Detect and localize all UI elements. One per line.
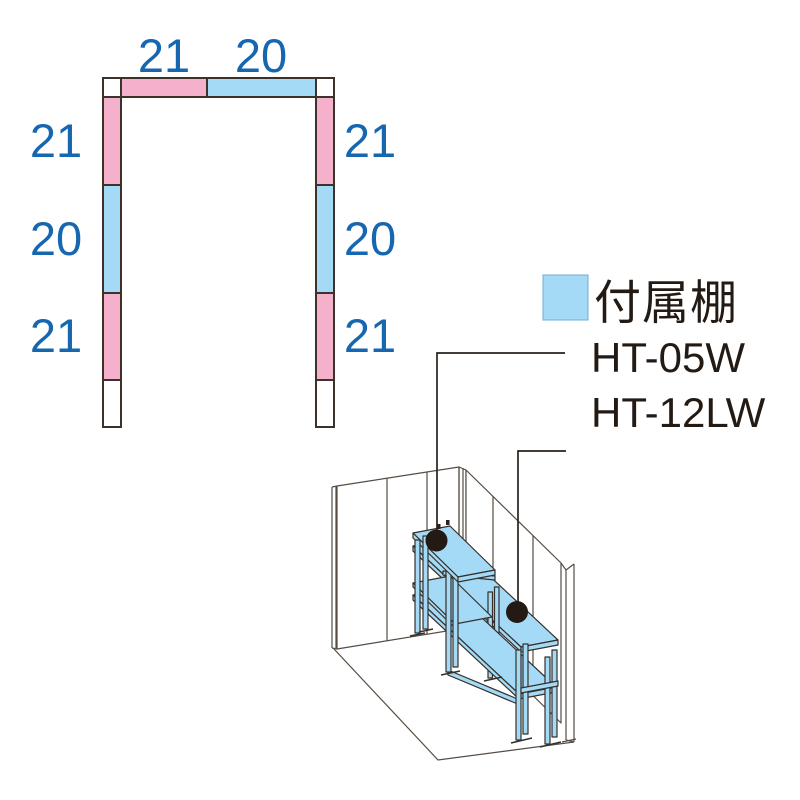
plan-left-blue-segment [102, 184, 122, 294]
legend-model-ht12lw: HT-12LW [591, 389, 766, 436]
plan-top-label-1: 21 [138, 29, 190, 82]
plan-corner-top-left [102, 77, 122, 98]
marker-dot-ht12lw [506, 601, 528, 623]
ht12lw-back-right-leg-b [551, 649, 558, 738]
ht05w-top-end-edge [457, 569, 496, 583]
plan-left-label-1: 21 [30, 114, 82, 167]
left-wall-edge-pilaster [331, 485, 338, 650]
ht05w-wall-bracket-1 [437, 524, 441, 529]
plan-right-label-3: 21 [344, 309, 396, 362]
plan-left-label-2: 20 [30, 212, 82, 265]
plan-top-label-2: 20 [235, 29, 287, 82]
leader-line-ht05w [436, 352, 565, 536]
marker-dot-ht05w [425, 529, 448, 552]
leader-line-ht12lw [517, 450, 566, 608]
legend-shelf-swatch [542, 274, 589, 321]
shed-interior-3d [331, 466, 577, 761]
plan-left-label-3: 21 [30, 309, 82, 362]
plan-right-label-1: 21 [344, 114, 396, 167]
ht05w-wall-bracket-2 [446, 520, 450, 525]
plan-left-pink-segment-2 [102, 292, 122, 381]
plan-right-pink-segment-1 [315, 96, 335, 186]
right-wall-edge-pilaster [560, 562, 577, 743]
leader-lines [425, 352, 566, 623]
legend-shelf-label: 付属棚 [594, 276, 738, 329]
ht05w-back-leg-a [445, 567, 452, 673]
legend-model-ht05w: HT-05W [591, 334, 745, 381]
ht05w-front-leg-b [422, 535, 429, 630]
shelf-unit-ht05w [412, 520, 496, 673]
plan-corner-top-right [315, 77, 335, 98]
ht05w-front-leg-a [414, 539, 421, 634]
ht12lw-back-right-leg-a [544, 656, 551, 745]
floor-plan: 21 20 21 20 21 21 20 21 [30, 29, 396, 428]
plan-left-door-jamb [102, 379, 122, 428]
plan-left-pink-segment-1 [102, 96, 122, 186]
ht12lw-leg-crossbar [520, 680, 559, 694]
plan-right-pink-segment-2 [315, 292, 335, 381]
plan-right-door-jamb [315, 379, 335, 428]
plan-right-blue-segment [315, 184, 335, 294]
plan-right-label-2: 20 [344, 212, 396, 265]
ht12lw-front-right-leg-a [515, 649, 522, 741]
leg-feet-marks [409, 628, 562, 748]
floor-outline [333, 648, 575, 761]
legend: 付属棚 HT-05W HT-12LW [542, 274, 766, 436]
